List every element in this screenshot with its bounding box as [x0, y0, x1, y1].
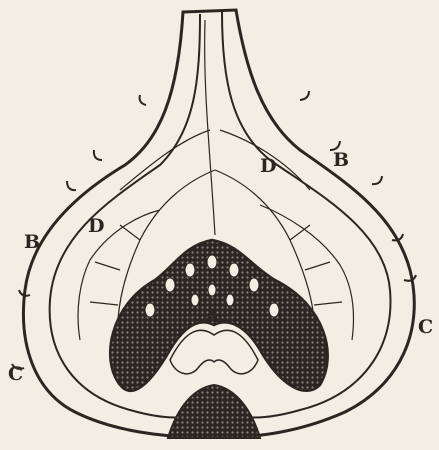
label-c-right: C: [418, 316, 433, 338]
label-d-left: D: [88, 215, 104, 237]
label-d-right: D: [260, 155, 276, 177]
label-b-right: B: [333, 149, 349, 171]
label-a: A: [204, 305, 220, 327]
label-c-left: C: [8, 363, 23, 385]
label-b-left: B: [24, 231, 40, 253]
